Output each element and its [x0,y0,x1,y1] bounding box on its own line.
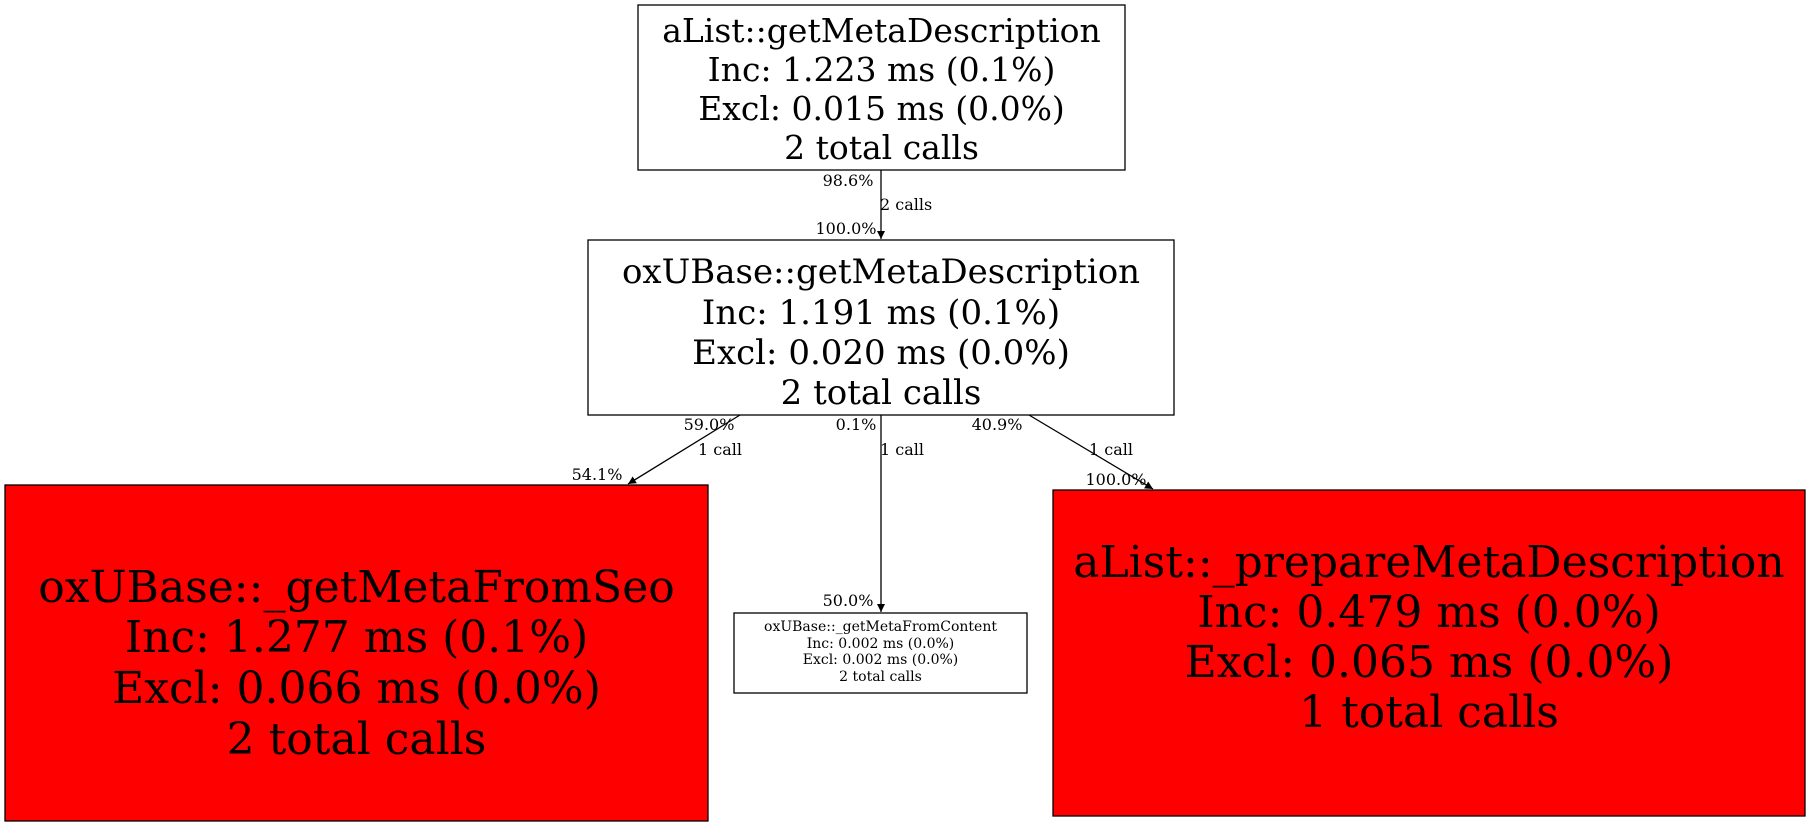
node-inclusive-time: Inc: 1.277 ms (0.1%) [125,612,589,663]
edge-oxubase_getmetadescription-to-alist_preparemetadescription: 40.9% 1 call 100.0% [972,414,1154,490]
node-total-calls: 2 total calls [781,373,982,413]
edge-calls-label: 1 call [880,440,924,459]
node-function-name: oxUBase::getMetaDescription [622,252,1140,292]
edge-calls-label: 1 call [698,440,742,459]
node-inclusive-time: Inc: 0.002 ms (0.0%) [807,636,955,652]
node-inclusive-time: Inc: 1.191 ms (0.1%) [702,293,1060,333]
edge-calls-label: 2 calls [880,195,932,214]
edge-tail-percent: 40.9% [972,415,1023,434]
node-total-calls: 2 total calls [227,714,487,765]
node-exclusive-time: Excl: 0.002 ms (0.0%) [803,652,959,668]
edge-head-percent: 50.0% [823,591,874,610]
node-function-name: aList::getMetaDescription [662,11,1101,50]
node-function-name: aList::_prepareMetaDescription [1073,537,1785,588]
node-function-name: oxUBase::_getMetaFromSeo [38,562,675,613]
edge-arrow [1028,414,1154,490]
node-box [587,239,1175,416]
node-function-name: oxUBase::_getMetaFromContent [764,619,997,635]
edge-tail-percent: 59.0% [684,415,735,434]
node-exclusive-time: Excl: 0.015 ms (0.0%) [698,89,1065,128]
node-total-calls: 2 total calls [784,128,979,167]
edge-calls-label: 1 call [1089,440,1133,459]
edge-arrow [627,414,741,485]
node-exclusive-time: Excl: 0.020 ms (0.0%) [692,333,1070,373]
node-total-calls: 2 total calls [839,669,922,685]
edge-head-percent: 100.0% [815,219,876,238]
edge-head-percent: 54.1% [572,465,623,484]
node-total-calls: 1 total calls [1299,687,1559,738]
edge-head-percent: 100.0% [1085,470,1146,489]
node-exclusive-time: Excl: 0.065 ms (0.0%) [1185,637,1674,688]
node-exclusive-time: Excl: 0.066 ms (0.0%) [112,663,601,714]
node-inclusive-time: Inc: 0.479 ms (0.0%) [1197,587,1661,638]
edge-tail-percent: 98.6% [823,171,874,190]
edge-oxubase_getmetadescription-to-oxubase_getmetafromseo: 59.0% 1 call 54.1% [572,414,742,485]
edge-oxubase_getmetadescription-to-oxubase_getmetafromcontent: 0.1%1 call 50.0% [823,415,924,612]
hot-node-box [4,484,709,822]
node-inclusive-time: Inc: 1.223 ms (0.1%) [708,50,1056,89]
edge-tail-percent: 0.1% [836,415,877,434]
hot-node-box [1052,489,1806,817]
node-box [637,4,1126,171]
node-box [733,612,1028,694]
